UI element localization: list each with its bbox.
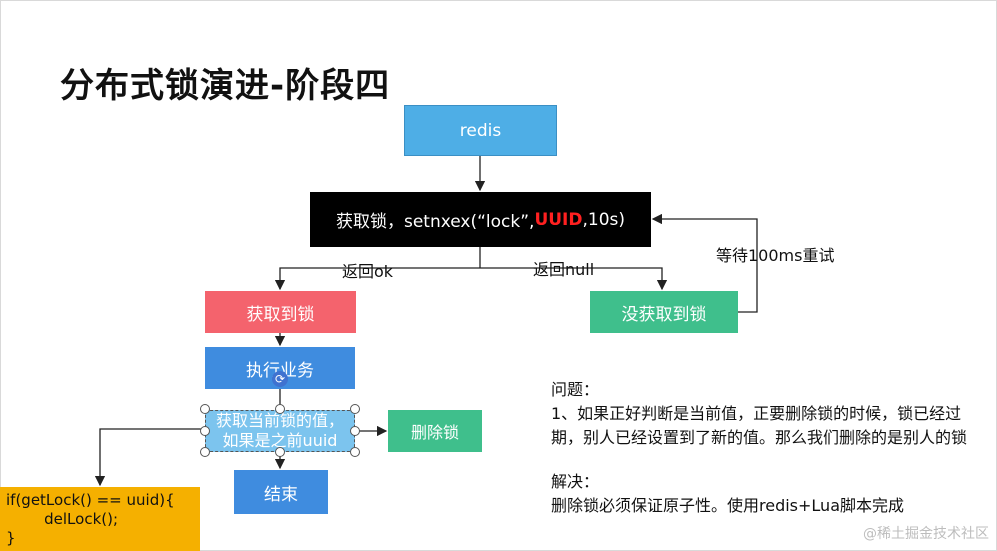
not-got-lock-node[interactable]: 没获取到锁	[590, 291, 738, 333]
notes-spacer	[551, 450, 981, 470]
resize-handle-w[interactable]	[200, 426, 210, 436]
return-null-label: 返回null	[533, 260, 595, 279]
acquire-uuid: UUID	[534, 209, 583, 230]
code-line-2: delLock();	[6, 510, 119, 528]
edge-to-notgot	[480, 267, 668, 291]
delete-lock-node[interactable]: 删除锁	[388, 410, 482, 452]
watermark: @稀土掘金技术社区	[863, 526, 989, 542]
edge-check-code	[94, 428, 205, 487]
notes-panel: 问题： 1、如果正好判断是当前值，正要删除锁的时候，锁已经过期，别人已经设置到了…	[551, 378, 981, 518]
resize-handle-e[interactable]	[350, 426, 360, 436]
check-line-1: 获取当前锁的值，	[215, 411, 344, 430]
end-node[interactable]: 结束	[234, 470, 328, 514]
acquire-prefix: 获取锁，setnxex(“lock”,	[335, 212, 535, 232]
code-snippet-box[interactable]: if(getLock() == uuid){ delLock(); }	[0, 487, 200, 551]
problem-text: 1、如果正好判断是当前值，正要删除锁的时候，锁已经过期，别人已经设置到了新的值。…	[551, 404, 968, 447]
code-line-1: if(getLock() == uuid){	[6, 491, 175, 509]
check-lock-value-node[interactable]: 获取当前锁的值， 如果是之前uuid	[205, 410, 355, 452]
acquire-lock-node[interactable]: 获取锁，setnxex(“lock”,UUID,10s)	[310, 192, 651, 247]
resize-handle-sw[interactable]	[200, 447, 210, 457]
problem-heading: 问题：	[551, 380, 600, 399]
resize-handle-nw[interactable]	[200, 404, 210, 414]
edge-to-got	[274, 267, 480, 291]
solution-text: 删除锁必须保证原子性。使用redis+Lua脚本完成	[551, 496, 904, 515]
slide-title: 分布式锁演进-阶段四	[60, 66, 391, 106]
check-line-2: 如果是之前uuid	[222, 431, 338, 450]
got-lock-node[interactable]: 获取到锁	[205, 291, 356, 333]
acquire-suffix: ,10s)	[582, 209, 626, 230]
resize-handle-s[interactable]	[275, 447, 285, 457]
code-line-3: }	[6, 529, 16, 547]
return-ok-label: 返回ok	[342, 262, 394, 281]
retry-label: 等待100ms重试	[716, 246, 835, 265]
resize-handle-se[interactable]	[350, 447, 360, 457]
edge-retry	[651, 213, 758, 313]
resize-handle-n[interactable]	[275, 404, 285, 414]
redis-node[interactable]: redis	[404, 105, 557, 156]
solution-heading: 解决：	[551, 472, 600, 491]
rotate-handle-icon[interactable]: ⟳	[272, 371, 288, 387]
resize-handle-ne[interactable]	[350, 404, 360, 414]
